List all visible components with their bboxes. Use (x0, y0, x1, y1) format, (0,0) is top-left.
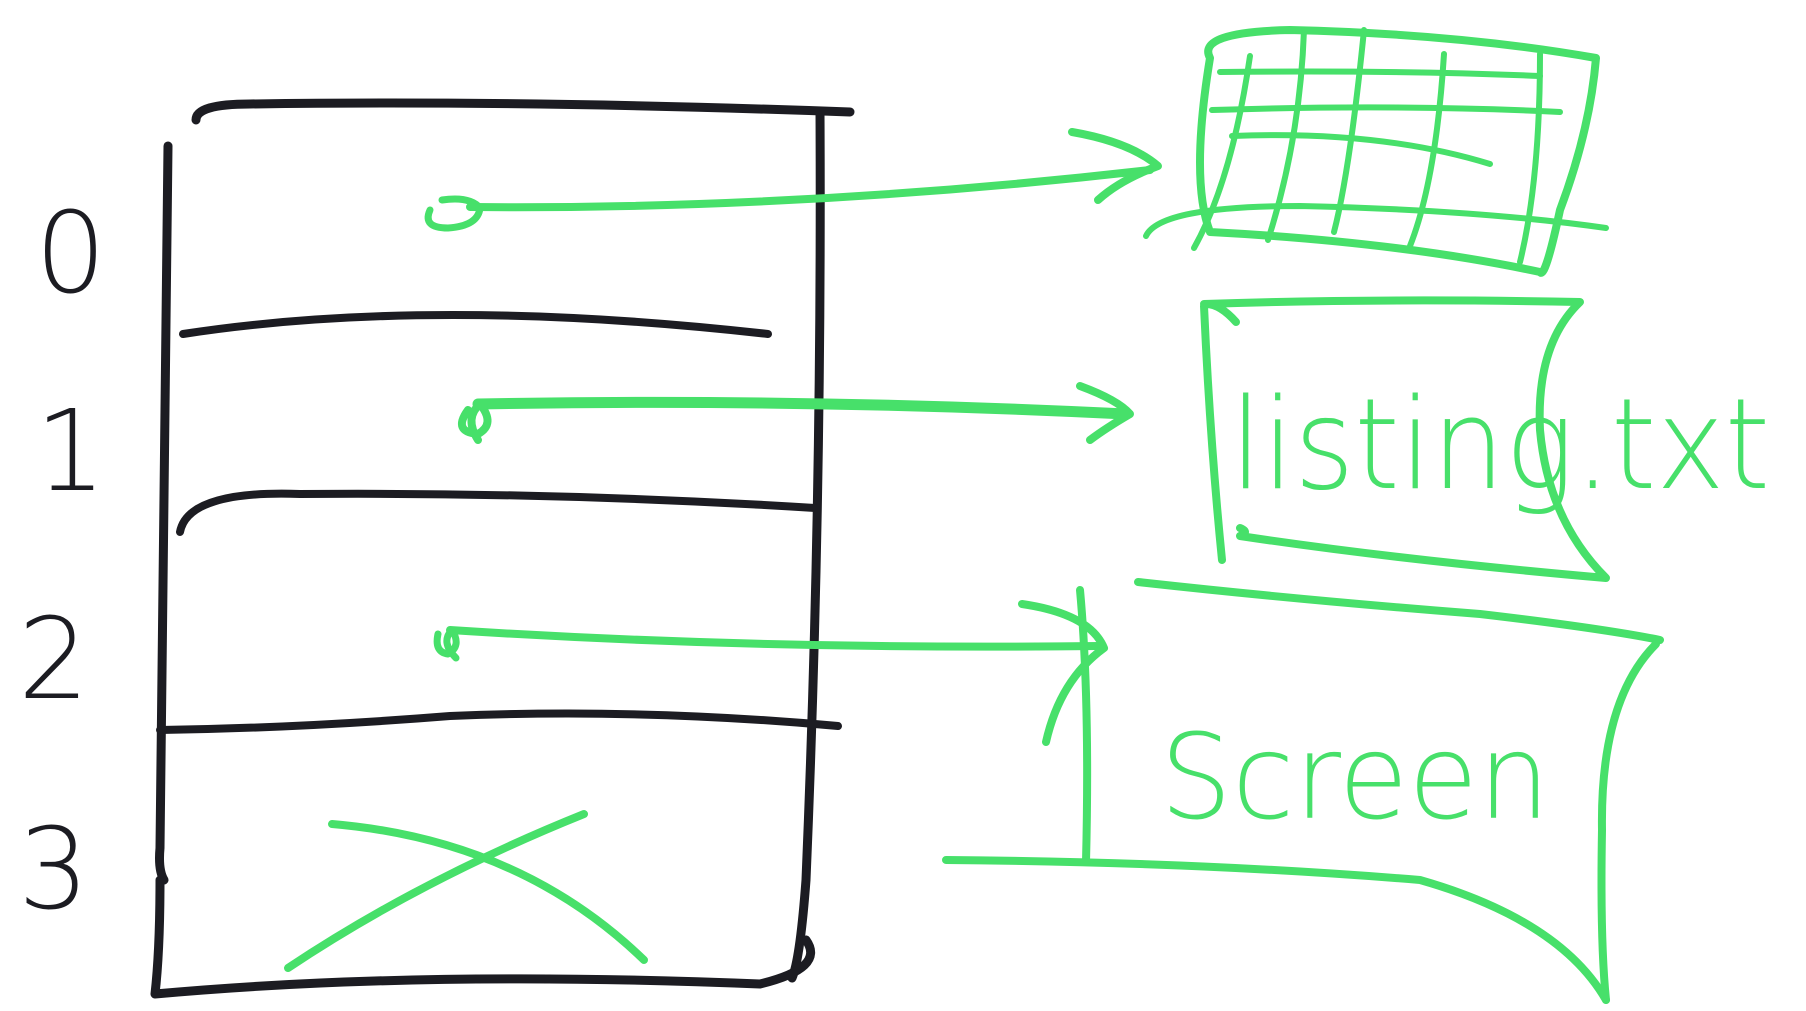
table-outline (1196, 26, 1600, 277)
fd-row-divider-3 (156, 709, 842, 734)
target-table (1143, 26, 1609, 277)
fd-table-left-edge (155, 141, 173, 885)
pointer-origin-2 (433, 626, 460, 662)
table-grid-h1 (1217, 68, 1543, 79)
file-label: listing.txt (1230, 371, 1770, 518)
closed-fd-cross-a (328, 820, 648, 964)
fd-table-right-edge (787, 107, 825, 983)
pointer-arrow-1 (472, 396, 1132, 420)
table-grid-h4 (1143, 203, 1609, 239)
table-grid-v3 (1331, 27, 1367, 235)
closed-fd-cross-b (284, 810, 588, 972)
table-grid-h3 (1229, 132, 1493, 167)
pointers (284, 128, 1162, 972)
table-grid-h2 (1209, 104, 1563, 115)
target-screen (942, 578, 1664, 1004)
fd-table-bottom-edge (150, 875, 816, 999)
pointer-arrow-0 (466, 166, 1154, 212)
pointer-arrowhead-2 (1018, 600, 1108, 746)
fd-row-divider-2 (176, 489, 819, 536)
target-file (1200, 296, 1610, 582)
pointer-arrowhead-1 (1076, 382, 1134, 444)
screen-outline-right (1597, 640, 1660, 1004)
pointer-arrow-2 (446, 626, 1104, 651)
fd-row-label-0: 0 (35, 189, 106, 319)
fd-row-divider-1 (179, 311, 772, 338)
fd-row-label-2: 2 (18, 595, 89, 725)
table-grid-v2 (1265, 27, 1307, 243)
screen-outline-left (1076, 586, 1092, 866)
fd-row-label-3: 3 (18, 805, 89, 935)
table-grid-v5 (1517, 51, 1543, 265)
fd-table (150, 98, 855, 999)
file-outline (1200, 296, 1610, 582)
fd-row-label-1: 1 (35, 387, 106, 517)
fd-row-labels: 0 1 2 3 (18, 189, 106, 935)
screen-outline-bottom (942, 856, 1610, 1004)
pointer-origin-1 (457, 400, 492, 444)
screen-label: Screen (1160, 708, 1550, 846)
screen-outline-top (1134, 578, 1664, 644)
table-grid-v4 (1407, 51, 1447, 249)
pointer-origin-0 (424, 195, 484, 232)
table-grid-v1 (1191, 53, 1253, 251)
fd-table-top-edge (191, 98, 855, 125)
pointer-arrowhead-0 (1068, 128, 1162, 204)
